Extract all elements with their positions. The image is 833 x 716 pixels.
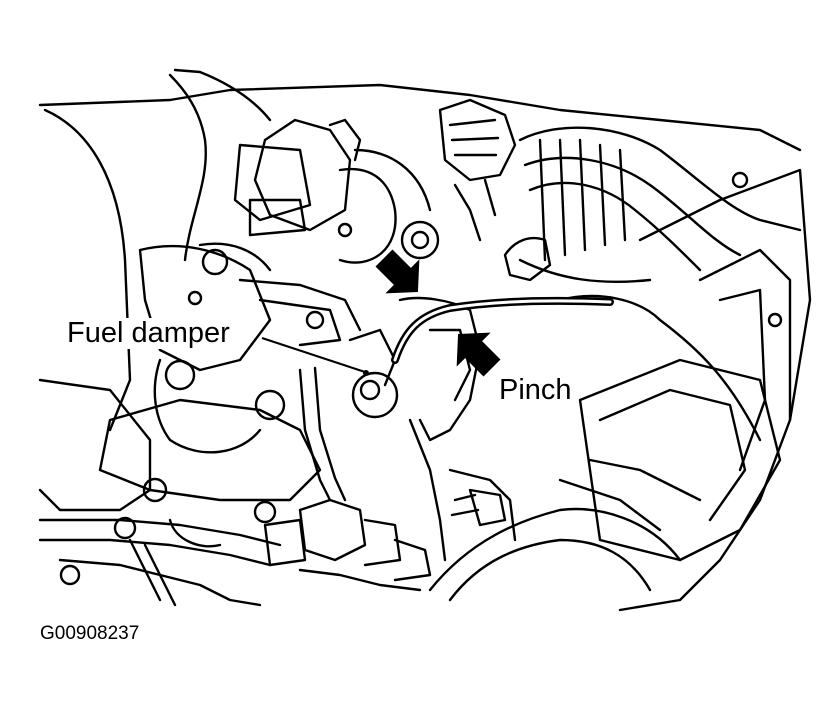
leader-dot xyxy=(363,370,369,376)
figure-code: G00908237 xyxy=(40,623,140,644)
arrow-icon xyxy=(375,249,420,294)
fuel-damper-leader-line xyxy=(261,337,366,373)
pinch-label: Pinch xyxy=(496,375,575,406)
engine-outline xyxy=(38,68,812,612)
fuel-hose xyxy=(391,296,614,364)
fuel-damper-label: Fuel damper xyxy=(64,318,233,349)
arrow-icon xyxy=(456,332,501,377)
